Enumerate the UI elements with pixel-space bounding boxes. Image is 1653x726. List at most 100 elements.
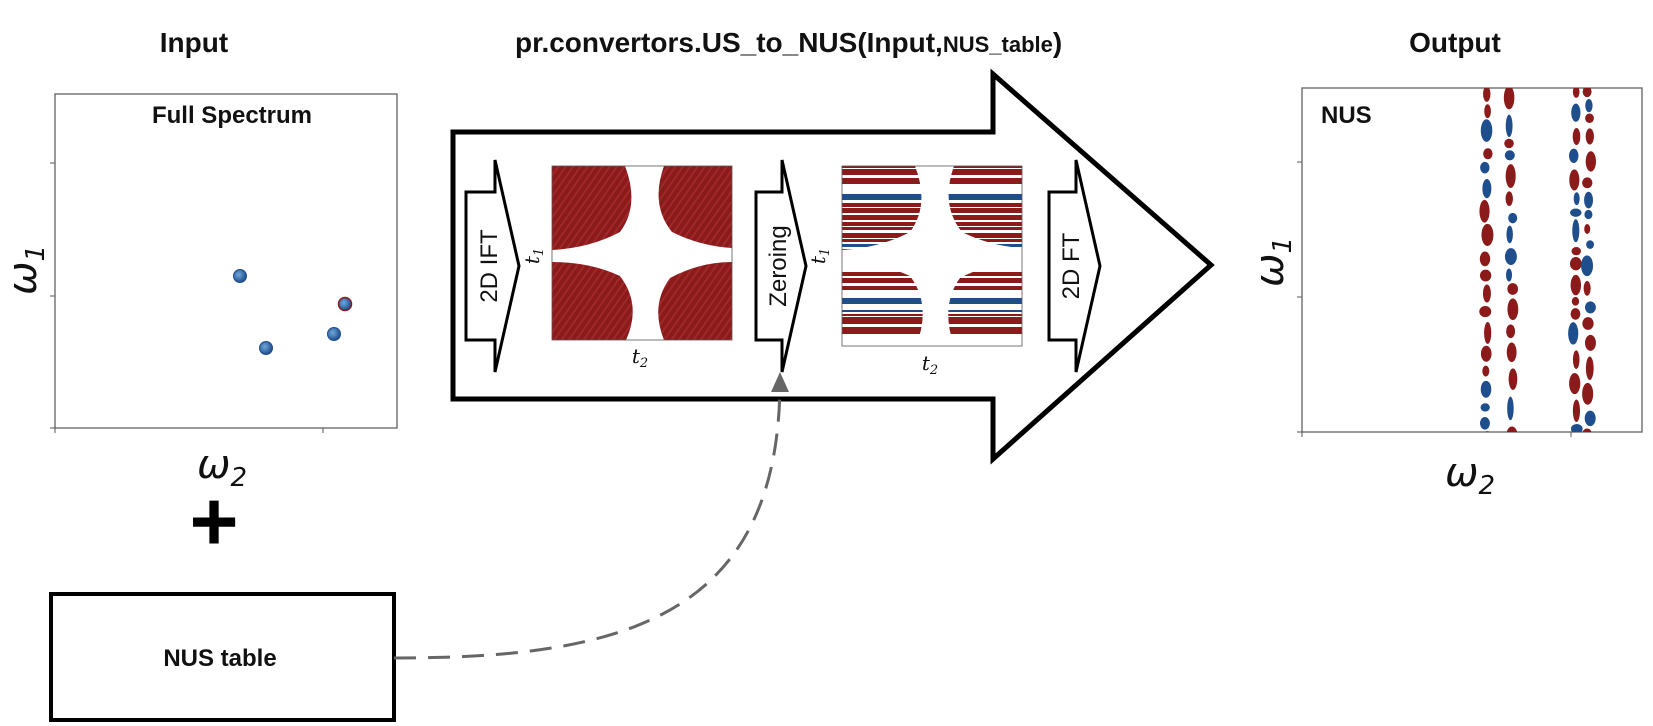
function-title-main: pr.convertors.US_to_NUS(Input, <box>515 27 943 58</box>
artifact-blob <box>1480 345 1492 362</box>
artifact-blob <box>1505 268 1513 282</box>
artifact-blob <box>1572 350 1580 369</box>
artifact-blob <box>1481 223 1494 246</box>
artifact-blob <box>1572 88 1580 98</box>
nus-table-connector <box>393 379 782 660</box>
artifact-blob <box>1507 283 1519 295</box>
artifact-blob <box>1585 128 1594 145</box>
artifact-blob <box>1506 225 1513 244</box>
artifact-blob <box>1480 119 1493 142</box>
artifact-blob <box>1503 88 1515 110</box>
function-title-arg: NUS_table <box>943 32 1053 57</box>
artifact-blob <box>1585 334 1596 351</box>
spectrum-peak <box>337 296 353 312</box>
artifact-blob <box>1479 416 1490 430</box>
artifact-blob <box>1582 317 1594 330</box>
step-zeroing: Zeroing <box>754 159 808 373</box>
artifact-blob <box>1585 356 1594 380</box>
artifact-blob <box>1484 431 1490 432</box>
nus-table-label: NUS table <box>163 645 276 672</box>
artifact-blob <box>1504 248 1517 266</box>
artifact-blob <box>1479 306 1492 318</box>
artifact-blob <box>1482 179 1492 199</box>
artifact-blob <box>1480 380 1492 398</box>
zeroed-y-axis-label: t1 <box>806 248 833 264</box>
artifact-blob <box>1586 240 1595 249</box>
artifact-blob <box>1571 247 1582 256</box>
artifact-blob <box>1584 223 1591 234</box>
artifact-blob <box>1483 88 1491 102</box>
nus-artifact-streaks <box>1479 88 1596 447</box>
artifact-blob <box>1480 403 1490 412</box>
ift-step-arrow <box>464 159 521 373</box>
input-spectrum-panel: Full Spectrum ω1 ω2 <box>0 93 398 493</box>
fid-y-axis-label: t1 <box>520 248 547 264</box>
output-x-axis-label: ω2 <box>1445 450 1495 501</box>
artifact-blob <box>1571 103 1581 122</box>
artifact-blob <box>1568 322 1579 345</box>
ft-step-arrow <box>1047 159 1102 373</box>
artifact-blob <box>1571 296 1580 306</box>
artifact-blob <box>1484 321 1492 344</box>
artifact-blob <box>1582 88 1592 98</box>
input-plot-frame <box>54 93 398 429</box>
zeroed-x-axis-label: t2 <box>922 351 938 378</box>
fid-white-region <box>552 166 732 340</box>
spectrum-peak <box>327 327 341 341</box>
step-2d-ift: 2D IFT <box>464 159 521 373</box>
artifact-blob <box>1585 99 1593 113</box>
artifact-blob <box>1508 368 1518 390</box>
artifact-blob <box>1570 274 1582 296</box>
artifact-blob <box>1573 192 1580 206</box>
artifact-blob <box>1484 104 1491 119</box>
artifact-blob <box>1569 169 1580 191</box>
artifact-blob <box>1480 161 1490 174</box>
input-title: Input <box>160 27 228 58</box>
function-title-close: ) <box>1053 27 1062 58</box>
artifact-blob <box>1482 284 1491 303</box>
artifact-blob <box>1572 219 1580 243</box>
function-title: pr.convertors.US_to_NUS(Input,NUS_table) <box>515 27 1062 58</box>
artifact-blob <box>1504 150 1515 161</box>
artifact-blob <box>1568 148 1579 163</box>
spectrum-peak <box>259 341 273 355</box>
output-spectrum-panel: NUS ω1 ω2 <box>1247 87 1643 501</box>
artifact-blob <box>1569 372 1581 395</box>
artifact-blob <box>1581 255 1594 277</box>
spectrum-peak <box>233 269 247 283</box>
full-spectrum-label: Full Spectrum <box>152 102 312 129</box>
artifact-blob <box>1570 208 1582 217</box>
nus-table-box: NUS table <box>49 592 396 722</box>
plus-sign: + <box>189 474 238 568</box>
artifact-blob <box>1479 199 1490 223</box>
artifact-blob <box>1569 257 1582 271</box>
output-title: Output <box>1409 27 1501 58</box>
artifact-blob <box>1507 298 1519 321</box>
input-x-axis-label: ω2 <box>197 442 247 493</box>
artifact-blob <box>1572 128 1581 146</box>
artifact-blob <box>1483 148 1493 160</box>
artifact-blob <box>1482 365 1490 377</box>
artifact-blob <box>1585 113 1594 123</box>
ft-step-label: 2D FT <box>1058 232 1085 299</box>
connector-arrowhead <box>771 372 789 392</box>
input-y-axis-label: ω1 <box>0 245 51 295</box>
artifact-blob <box>1479 251 1491 267</box>
artifact-blob <box>1505 164 1516 188</box>
artifact-blob <box>1505 114 1513 138</box>
nus-table-frame <box>49 592 396 722</box>
artifact-blob <box>1506 342 1517 363</box>
fid-x-axis-label: t2 <box>632 344 648 371</box>
artifact-blob <box>1582 428 1592 432</box>
artifact-blob <box>1506 426 1518 432</box>
zeroing-step-arrow <box>754 159 808 373</box>
artifact-blob <box>1571 435 1582 447</box>
zeroing-step-label: Zeroing <box>765 225 792 306</box>
artifact-blob <box>1570 308 1581 320</box>
artifact-blob <box>1570 423 1583 432</box>
ift-step-label: 2D IFT <box>476 229 503 303</box>
artifact-blob <box>1508 212 1518 224</box>
zeroed-fid-plot: t1 t2 <box>806 165 1023 378</box>
step-2d-ft: 2D FT <box>1047 159 1102 373</box>
artifact-blob <box>1572 399 1581 423</box>
